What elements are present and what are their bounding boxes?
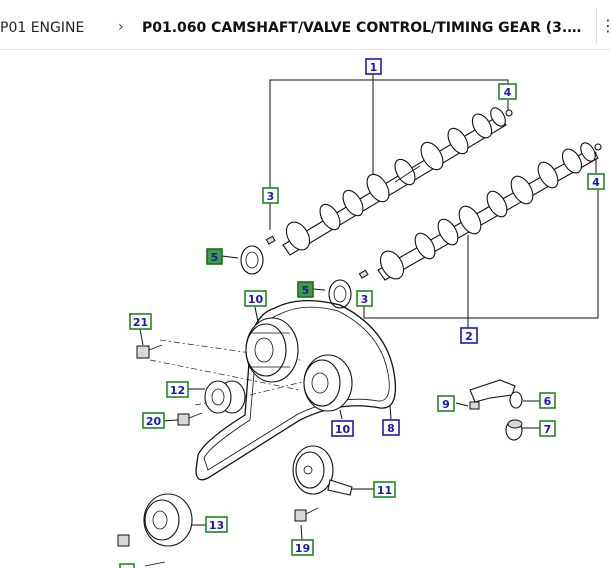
bolts xyxy=(117,344,319,567)
belt-tensioner xyxy=(292,445,353,496)
callout-5-left[interactable]: 5 xyxy=(206,248,223,265)
callout-11-label: 11 xyxy=(377,484,392,497)
callout-partial-bottom[interactable] xyxy=(119,563,135,568)
callout-6-label: 6 xyxy=(544,395,552,408)
callout-12[interactable]: 12 xyxy=(166,381,189,398)
callout-7-label: 7 xyxy=(544,423,552,436)
camshaft-upper xyxy=(282,107,513,256)
pump-pulley xyxy=(303,354,353,412)
breadcrumb: P01 ENGINE › P01.060 CAMSHAFT/VALVE CONT… xyxy=(0,0,611,50)
more-options-icon[interactable]: ⋮ xyxy=(600,16,611,35)
callout-20[interactable]: 20 xyxy=(142,412,165,429)
callout-7[interactable]: 7 xyxy=(539,420,556,437)
callout-3-upper[interactable]: 3 xyxy=(262,187,279,204)
breadcrumb-root-link[interactable]: P01 ENGINE xyxy=(0,20,85,36)
callout-6[interactable]: 6 xyxy=(539,392,556,409)
dowel-pins xyxy=(265,235,369,279)
callout-8-label: 8 xyxy=(387,422,395,435)
oil-seals xyxy=(240,245,352,309)
callout-9[interactable]: 9 xyxy=(437,395,455,412)
callout-11[interactable]: 11 xyxy=(373,481,396,498)
spacer-bush xyxy=(204,380,246,414)
callout-3-lower-label: 3 xyxy=(361,293,369,306)
callout-20-label: 20 xyxy=(146,415,162,428)
callout-2[interactable]: 2 xyxy=(460,327,478,344)
callout-10-lower-label: 10 xyxy=(335,423,351,436)
callout-21[interactable]: 21 xyxy=(129,313,152,330)
callout-3-upper-label: 3 xyxy=(267,190,275,203)
leader-lines xyxy=(139,74,599,541)
callout-10-upper[interactable]: 10 xyxy=(244,290,267,307)
breadcrumb-chevron-icon: › xyxy=(118,19,124,35)
callout-5-right-label: 5 xyxy=(302,284,310,297)
callout-13-label: 13 xyxy=(209,519,224,532)
callout-19[interactable]: 19 xyxy=(291,539,314,556)
callout-4-right[interactable]: 4 xyxy=(587,173,605,190)
callout-10-lower[interactable]: 10 xyxy=(331,420,354,437)
callout-4-right-label: 4 xyxy=(592,176,600,189)
tensioner-bracket xyxy=(469,379,523,441)
callout-8[interactable]: 8 xyxy=(382,419,400,436)
callout-5-right[interactable]: 5 xyxy=(297,281,314,298)
callout-5-left-label: 5 xyxy=(211,251,219,264)
callout-4-top-label: 4 xyxy=(504,86,512,99)
camshaft-pulley xyxy=(245,317,299,383)
callout-10-upper-label: 10 xyxy=(248,293,264,306)
camshaft-lower xyxy=(377,142,602,281)
callout-12-label: 12 xyxy=(170,384,185,397)
callout-9-label: 9 xyxy=(442,398,450,411)
callout-1-label: 1 xyxy=(370,61,378,74)
breadcrumb-current-page[interactable]: P01.060 CAMSHAFT/VALVE CONTROL/TIMING GE… xyxy=(142,20,590,36)
callout-3-lower[interactable]: 3 xyxy=(356,290,373,307)
callout-13[interactable]: 13 xyxy=(205,516,228,533)
crankshaft-pulley xyxy=(143,493,193,547)
callout-1[interactable]: 1 xyxy=(365,58,382,75)
exploded-view-drawing: 1 4 3 4 5 5 10 3 21 2 12 9 xyxy=(117,58,605,568)
toolbar-divider xyxy=(596,8,597,44)
callout-4-top[interactable]: 4 xyxy=(498,83,517,100)
callout-21-label: 21 xyxy=(133,316,148,329)
callout-19-label: 19 xyxy=(295,542,310,555)
callout-2-label: 2 xyxy=(465,330,473,343)
timing-belt xyxy=(195,300,397,481)
parts-diagram: 1 4 3 4 5 5 10 3 21 2 12 9 xyxy=(0,50,611,568)
